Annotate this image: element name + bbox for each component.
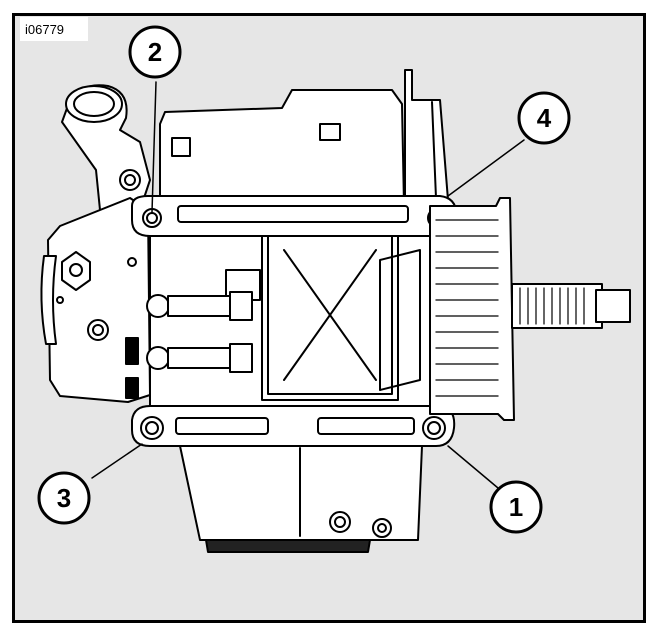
callout-4: 4 <box>517 91 571 145</box>
callout-3-label: 3 <box>57 483 71 513</box>
leader-line-1 <box>447 445 499 489</box>
figure-id-label: i06779 <box>20 17 88 41</box>
callout-1-label: 1 <box>509 492 523 522</box>
main-case <box>149 211 436 431</box>
output-shaft <box>511 283 631 329</box>
upper-support-strap <box>131 195 458 237</box>
top-housing <box>119 89 405 206</box>
shift-plate <box>404 69 449 206</box>
oil-pan <box>179 445 423 553</box>
callout-3: 3 <box>37 471 91 525</box>
leader-line-3 <box>91 443 143 479</box>
callout-2: 2 <box>128 25 182 79</box>
callout-4-label: 4 <box>537 103 552 133</box>
callout-1: 1 <box>489 480 543 534</box>
leader-line-2 <box>151 81 157 213</box>
filler-neck <box>61 84 151 211</box>
leader-line-4 <box>447 139 525 197</box>
side-cover <box>40 197 151 403</box>
lower-support-strap <box>131 405 456 447</box>
drive-pulley <box>429 197 515 421</box>
callout-2-label: 2 <box>148 37 162 67</box>
